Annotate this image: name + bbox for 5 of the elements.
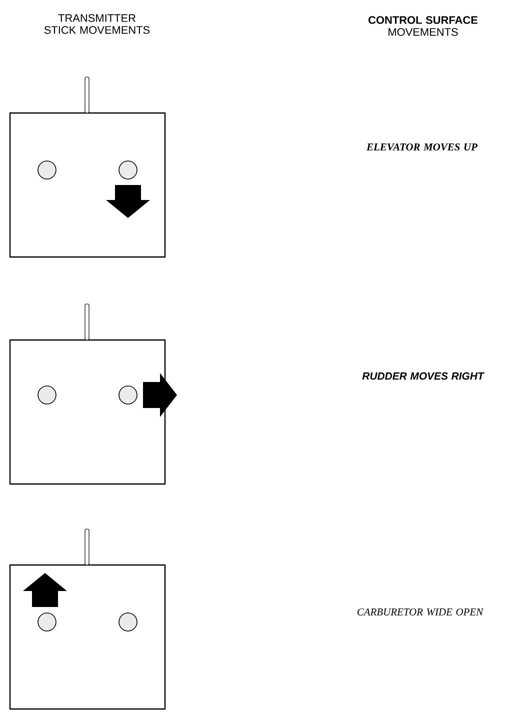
- column-heading: TRANSMITTER STICK MOVEMENTS: [44, 14, 150, 34]
- movement-label: ELEVATOR MOVES UP: [366, 143, 478, 151]
- movement-label: RUDDER MOVES RIGHT: [362, 372, 485, 380]
- movement-label: CARBURETOR WIDE OPEN: [358, 608, 484, 616]
- column-heading: CONTROL SURFACE MOVEMENTS: [368, 16, 478, 36]
